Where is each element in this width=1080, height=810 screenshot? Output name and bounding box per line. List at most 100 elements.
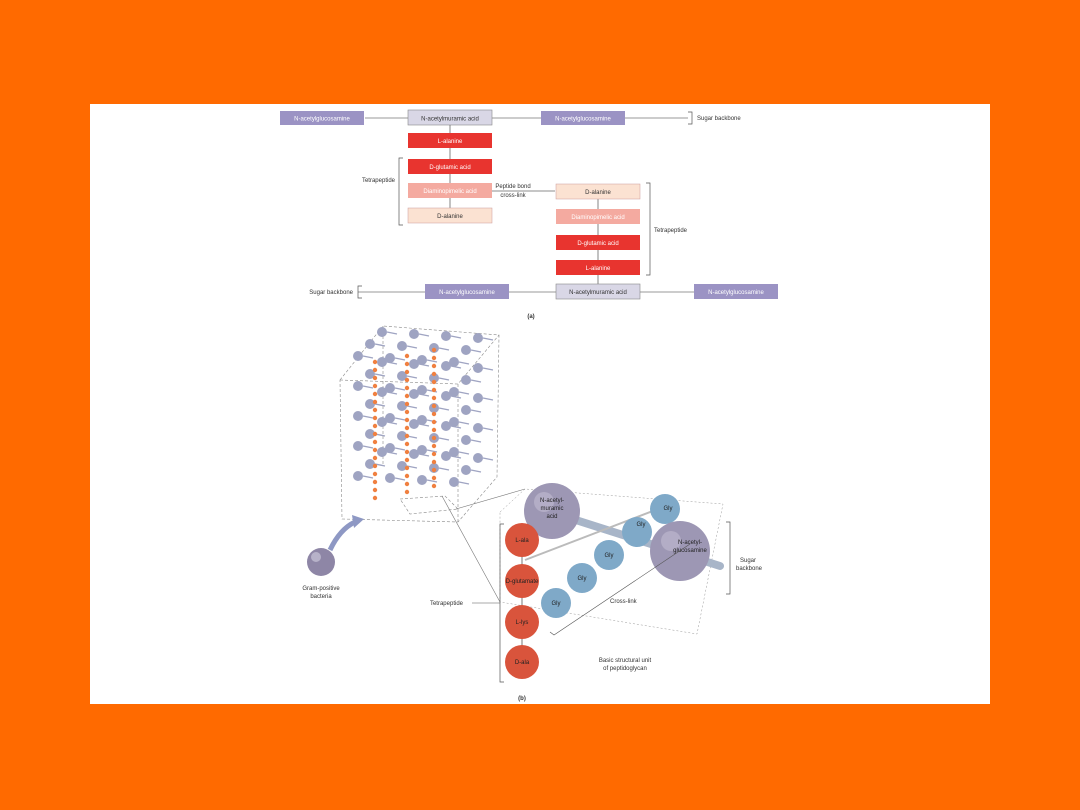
lattice-sphere	[417, 475, 427, 485]
peptide-dot	[431, 347, 437, 353]
peptide-dot	[404, 401, 410, 407]
zoom-line-top	[455, 488, 526, 510]
red-amino-ball	[505, 564, 539, 598]
gly-label: Gly	[664, 506, 673, 512]
gly-label: Gly	[637, 522, 646, 528]
bottom-glcnac-left-label: N-acetylglucosamine	[439, 290, 495, 296]
right-chain-label-3: D-glutamic acid	[577, 241, 618, 247]
peptide-dot	[404, 377, 410, 383]
lattice-link	[374, 463, 386, 467]
peptide-dot	[372, 431, 378, 437]
lattice-sphere	[473, 453, 483, 463]
lattice-sphere	[397, 401, 407, 411]
peptide-dot	[404, 433, 410, 439]
lattice-link	[470, 469, 482, 473]
lattice-sphere	[353, 351, 363, 361]
lattice-link	[418, 333, 430, 337]
peptide-dot	[404, 393, 410, 399]
peptide-dot	[372, 391, 378, 397]
lattice-link	[418, 393, 430, 397]
peptide-dot	[431, 451, 437, 457]
top-sugar-backbone-label: Sugar backbone	[697, 116, 741, 122]
lattice-link	[458, 361, 470, 365]
bottom-glcnac-right-box	[694, 284, 778, 299]
lattice-link	[418, 453, 430, 457]
lattice-link	[438, 377, 450, 381]
lattice-sphere	[409, 389, 419, 399]
left-l-alanine-box	[408, 133, 492, 148]
lattice-link	[406, 375, 418, 379]
lattice-sphere	[441, 421, 451, 431]
peptide-dot	[404, 465, 410, 471]
lattice-link	[438, 407, 450, 411]
diagram-panel: N-acetylglucosamine N-acetylmuramic acid…	[90, 104, 990, 704]
glucosamine-label-2: glucosamine	[673, 548, 707, 554]
left-chain-label-2: D-glutamic acid	[429, 165, 470, 171]
lattice-cube-outline	[339, 325, 500, 523]
red-ball-label-3: L-lys	[516, 620, 529, 626]
bacteria-arrow-icon	[327, 519, 357, 552]
peptide-dot	[431, 443, 437, 449]
right-tetrapeptide-label: Tetrapeptide	[654, 228, 688, 234]
lattice-sphere	[377, 417, 387, 427]
peptide-dot	[372, 407, 378, 413]
lattice-link	[438, 347, 450, 351]
right-dap-box	[556, 209, 640, 224]
top-glcnac-right-label: N-acetylglucosamine	[555, 117, 611, 123]
bottom-murnac-label: N-acetylmuramic acid	[569, 290, 627, 296]
lattice-sphere	[385, 413, 395, 423]
peptide-dot	[431, 379, 437, 385]
lattice-link	[386, 451, 398, 455]
peptide-dot	[404, 417, 410, 423]
lattice-sphere	[409, 329, 419, 339]
lattice-sphere	[409, 449, 419, 459]
peptide-dot	[372, 487, 378, 493]
lattice-link	[394, 357, 406, 361]
peptide-dot	[431, 363, 437, 369]
peptide-dot	[431, 403, 437, 409]
lattice-sphere	[449, 417, 459, 427]
lattice-link	[482, 367, 494, 371]
lattice-sphere	[377, 327, 387, 337]
right-l-alanine-box	[556, 260, 640, 275]
lattice-link	[482, 457, 494, 461]
lattice-link	[470, 349, 482, 353]
left-chain-label-1: L-alanine	[438, 139, 463, 145]
lattice-link	[418, 363, 430, 367]
gly-label: Gly	[578, 576, 587, 582]
lattice-link	[362, 355, 374, 359]
lattice-link	[450, 395, 462, 399]
lattice-link	[470, 439, 482, 443]
lattice-sphere	[397, 341, 407, 351]
tetrapeptide-label: Tetrapeptide	[430, 601, 464, 607]
lattice-sphere	[377, 357, 387, 367]
lattice-sphere	[473, 363, 483, 373]
left-d-glutamic-box	[408, 159, 492, 174]
peptide-dot	[431, 483, 437, 489]
gly-ball	[622, 517, 652, 547]
lattice-link	[458, 391, 470, 395]
lattice-link	[386, 361, 398, 365]
peptide-dot	[404, 457, 410, 463]
lattice-sphere	[417, 355, 427, 365]
lattice-link	[362, 445, 374, 449]
top-glcnac-left-label: N-acetylglucosamine	[294, 117, 350, 123]
peptide-dot	[372, 479, 378, 485]
lattice-sphere	[365, 459, 375, 469]
part-a: N-acetylglucosamine N-acetylmuramic acid…	[280, 109, 778, 320]
lattice-link	[482, 427, 494, 431]
lattice-sphere	[449, 387, 459, 397]
peptide-dot	[431, 355, 437, 361]
left-d-alanine-box	[407, 207, 493, 224]
muramic-label-3: acid	[546, 514, 557, 520]
lattice-sphere	[461, 465, 471, 475]
lattice-sphere	[473, 393, 483, 403]
lattice-sphere	[449, 357, 459, 367]
bottom-glcnac-right-label: N-acetylglucosamine	[708, 290, 764, 296]
gly-label: Gly	[605, 553, 614, 559]
peptide-dot	[431, 467, 437, 473]
peptide-dot	[372, 399, 378, 405]
lattice-link	[406, 405, 418, 409]
lattice-link	[362, 385, 374, 389]
lattice-sphere	[377, 387, 387, 397]
